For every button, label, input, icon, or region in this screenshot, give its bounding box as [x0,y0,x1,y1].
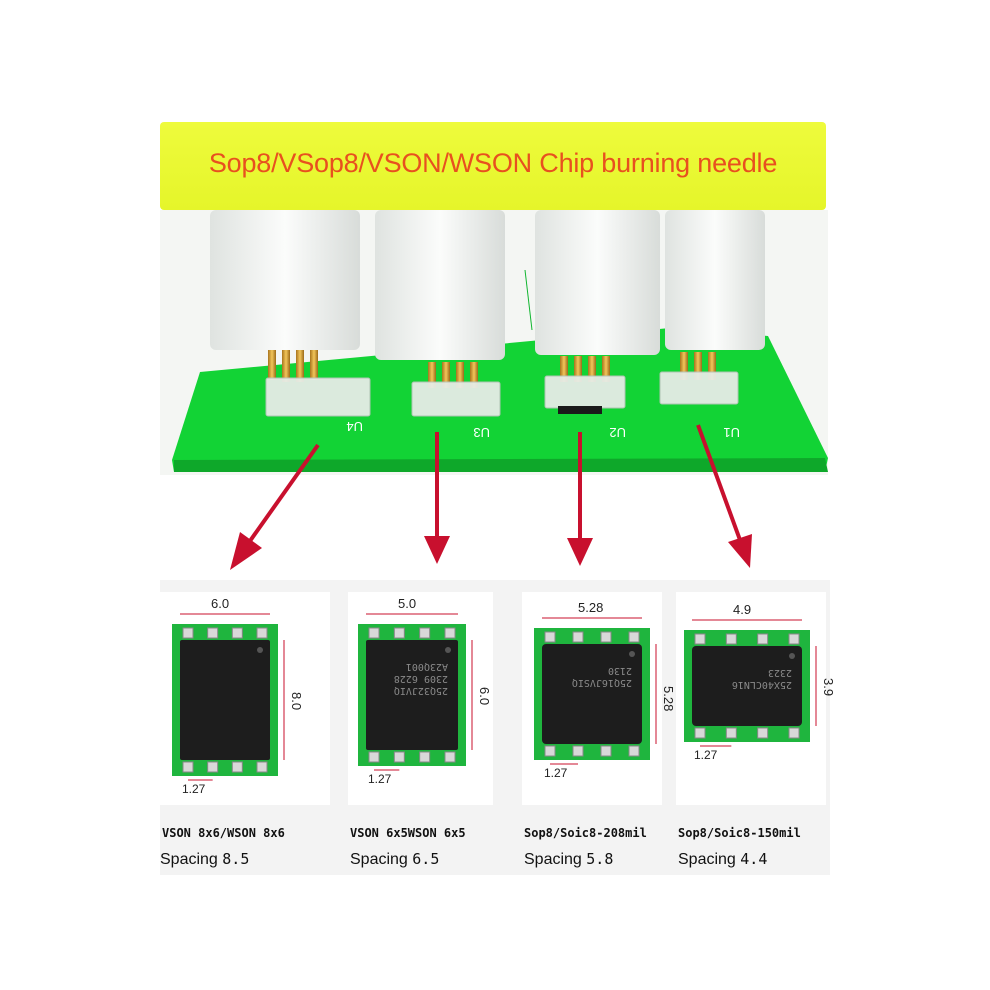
chip-body [366,640,458,750]
spacing-value: 6.5 [412,850,440,868]
probe-housing-u3 [375,210,505,360]
pin [572,745,584,757]
chip-type-name: VSON 8x6/WSON 8x6 [162,826,285,840]
pin [393,751,405,763]
arrowhead-u1 [728,534,752,568]
spacing-label: Spacing [160,851,218,868]
pin [182,627,194,639]
pin [256,761,268,773]
dimension-top: 6.0 [211,596,230,611]
arrowhead-u2 [567,538,593,566]
pin [368,751,380,763]
dimension-pitch: 1.27 [544,766,568,780]
probe-housing-u4 [210,210,360,350]
dimension-pitch: 1.27 [368,772,392,786]
pin [600,745,612,757]
dimension-top: 4.9 [733,602,752,617]
dimension-top: 5.0 [398,596,417,611]
pin [694,727,706,739]
chip-drawing [172,613,285,781]
socket-label-u1: U1 [723,425,740,440]
chip-drawing [358,613,473,771]
dimension-side: 8.0 [289,692,304,711]
spacing-text: Spacing 6.5 [350,850,439,869]
spacing-value: 5.8 [586,850,614,868]
spacing-text: Spacing 8.5 [160,850,249,869]
pin [368,627,380,639]
pin [725,727,737,739]
pin1-dot [257,647,263,653]
dimension-side: 3.9 [821,678,836,697]
pcb-photo: U4 U3 U2 U1 [160,210,828,475]
spacing-label: Spacing [678,851,736,868]
pin [600,631,612,643]
arrowhead-u3 [424,536,450,564]
pin [231,627,243,639]
pin [572,631,584,643]
chip-type-name: Sop8/Soic8-150mil [678,826,801,840]
spacing-label: Spacing [350,851,408,868]
pin [544,631,556,643]
chip-body [692,646,802,726]
pin [182,761,194,773]
pin [757,633,769,645]
pin [757,727,769,739]
chip-drawing [534,617,657,765]
chip-marking: 25Q16JVSIQ 2130 [571,665,632,688]
pin [444,751,456,763]
spacing-value: 8.5 [222,850,250,868]
chip-body [180,640,270,760]
chip-type-name: Sop8/Soic8-208mil [524,826,647,840]
arrowhead-u4 [230,532,262,570]
pin [419,627,431,639]
pin [207,627,219,639]
pin [444,627,456,639]
probe-housing-u2 [535,210,660,355]
dimension-pitch: 1.27 [694,748,718,762]
pin [628,745,640,757]
pcb-illustration: U4 U3 U2 U1 [172,210,828,472]
pin [725,633,737,645]
pin [419,751,431,763]
spacing-label: Spacing [524,851,582,868]
title-banner: Sop8/VSop8/VSON/WSON Chip burning needle [160,122,826,210]
pin [694,633,706,645]
spacing-value: 4.4 [740,850,768,868]
pin [207,761,219,773]
dimension-side: 6.0 [477,687,492,706]
pin [788,633,800,645]
pin1-dot [445,647,451,653]
pin [544,745,556,757]
socket-label-u4: U4 [346,419,363,434]
spacing-text: Spacing 4.4 [678,850,767,869]
banner-title: Sop8/VSop8/VSON/WSON Chip burning needle [208,148,778,178]
socket-label-u3: U3 [473,425,490,440]
pin1-dot [789,653,795,659]
pin1-dot [629,651,635,657]
pin [788,727,800,739]
pin [393,627,405,639]
probe-housing-u1 [665,210,765,350]
pin [231,761,243,773]
socket-label-u2: U2 [609,425,626,440]
pin [628,631,640,643]
pin [256,627,268,639]
chip-type-name: VSON 6x5WSON 6x5 [350,826,466,840]
chip-body [542,644,642,744]
dimension-pitch: 1.27 [182,782,206,796]
dimension-side: 5.28 [661,686,676,712]
chip-marking: 25X40CLN16 2323 [731,667,792,690]
dimension-top: 5.28 [578,600,604,615]
chip-marking: 25Q32JVIQ 2309 6228 A23Q001 [393,661,448,696]
chip-drawing [684,619,817,747]
spacing-text: Spacing 5.8 [524,850,613,869]
